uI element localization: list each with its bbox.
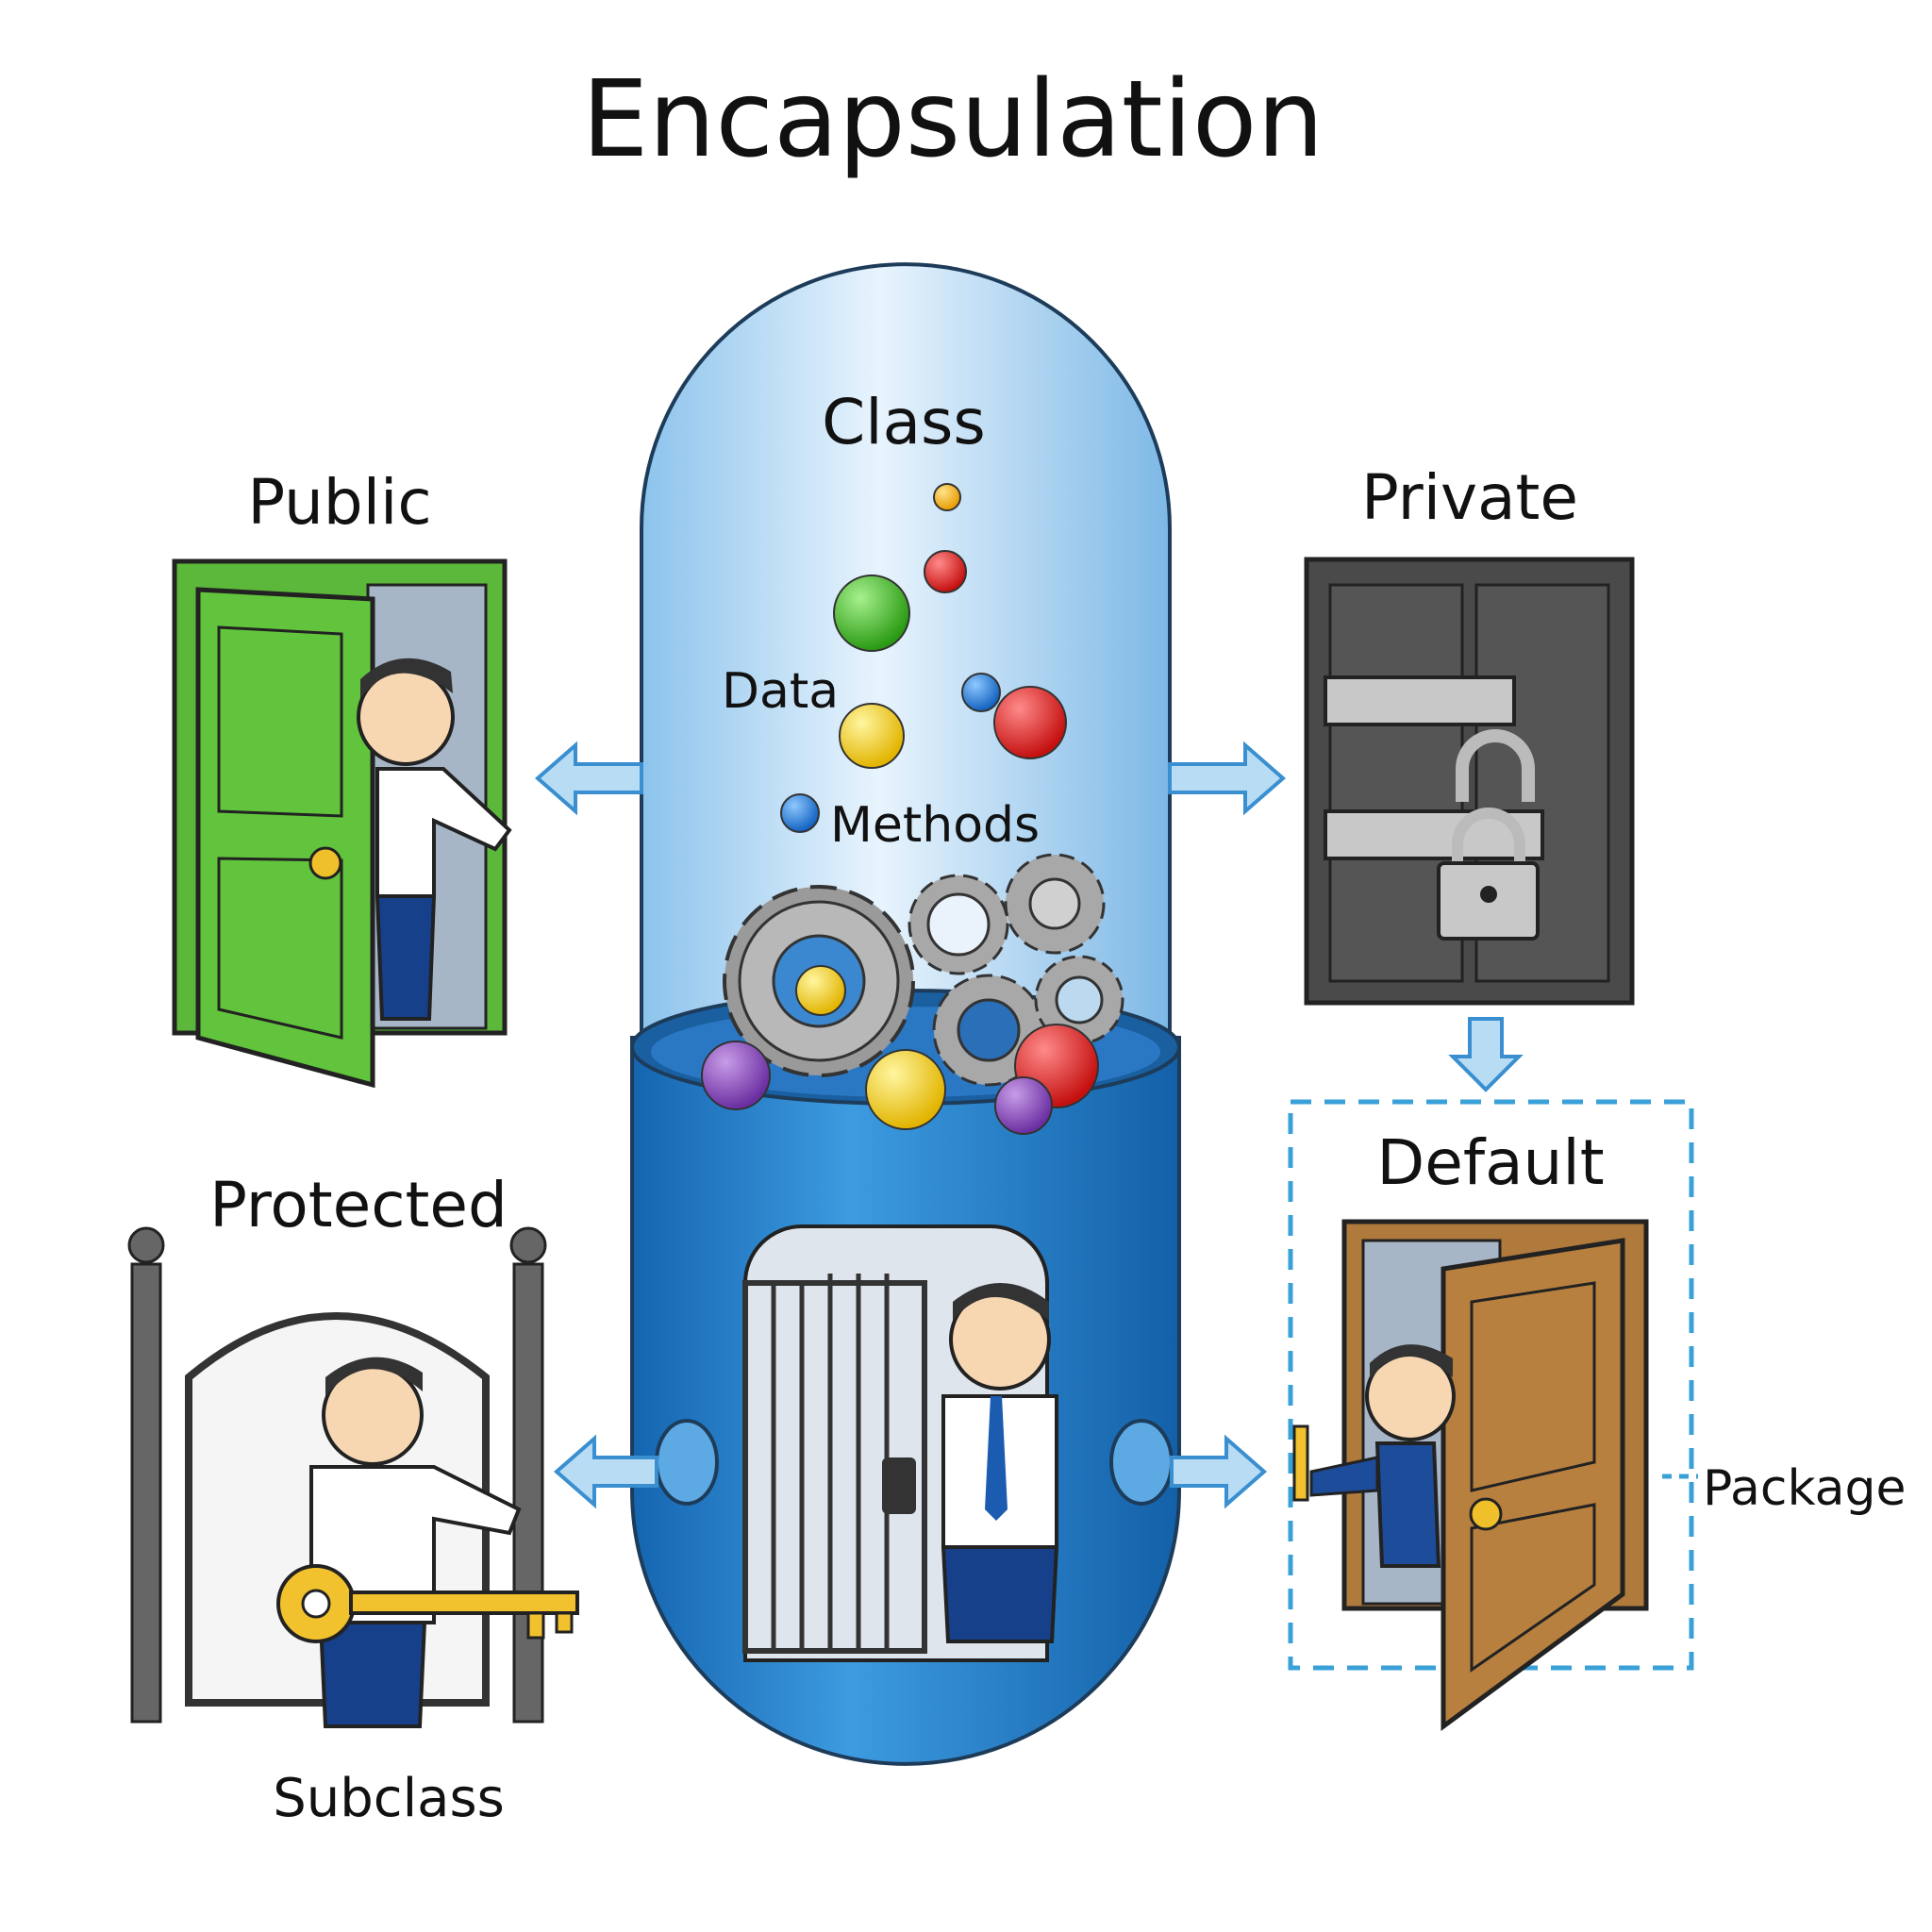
gear-icon <box>723 885 915 1077</box>
class-capsule: Class Data Methods <box>630 262 1181 1766</box>
arrow-to-public <box>534 741 643 816</box>
arrow-to-private <box>1168 741 1287 816</box>
default-label: Default <box>1376 1126 1604 1199</box>
wooden-door-icon <box>1441 1238 1625 1731</box>
data-ball <box>865 1049 946 1130</box>
gear-icon <box>1004 853 1106 955</box>
open-green-door-icon <box>195 587 375 1089</box>
private-access: Private <box>1304 461 1635 1006</box>
door-knob <box>1469 1497 1503 1531</box>
data-ball <box>961 673 1001 712</box>
data-ball <box>933 483 961 511</box>
package-label: Package <box>1703 1460 1907 1517</box>
data-ball <box>780 793 820 833</box>
methods-label: Methods <box>830 797 1040 854</box>
protected-label: Protected <box>209 1169 508 1241</box>
capsule-inner-gate <box>742 1224 1059 1662</box>
gear-icon <box>1034 955 1124 1045</box>
public-access: Public <box>172 466 512 1089</box>
lock-bar <box>1324 675 1516 726</box>
gear-icon <box>908 874 1009 975</box>
gate-lock-icon <box>882 1457 916 1514</box>
data-ball <box>701 1041 771 1110</box>
arrows <box>534 741 1524 1509</box>
default-access: Default Package <box>1288 1099 1907 1731</box>
data-ball <box>839 703 905 769</box>
arrow-to-default <box>1170 1434 1268 1509</box>
class-label: Class <box>822 386 986 458</box>
subclass-label: Subclass <box>273 1768 505 1829</box>
capsule-top <box>640 262 1172 1040</box>
data-ball <box>993 686 1067 759</box>
arrow-private-to-default <box>1448 1017 1524 1092</box>
data-ball <box>924 550 967 593</box>
door-knob <box>308 846 342 880</box>
capsule-right-knob <box>1109 1419 1174 1506</box>
data-ball <box>833 575 910 652</box>
protected-access: Protected Subclass <box>127 1169 579 1829</box>
page-title: Encapsulation <box>582 58 1324 181</box>
private-label: Private <box>1361 461 1578 534</box>
gate-post <box>130 1262 162 1724</box>
capsule-left-knob <box>655 1419 719 1506</box>
gate-post <box>512 1262 544 1724</box>
public-label: Public <box>247 466 431 539</box>
key-icon <box>276 1564 579 1643</box>
data-label: Data <box>722 663 839 720</box>
arrow-to-protected <box>553 1434 658 1509</box>
key-icon <box>1292 1424 1309 1502</box>
data-ball <box>994 1076 1053 1135</box>
